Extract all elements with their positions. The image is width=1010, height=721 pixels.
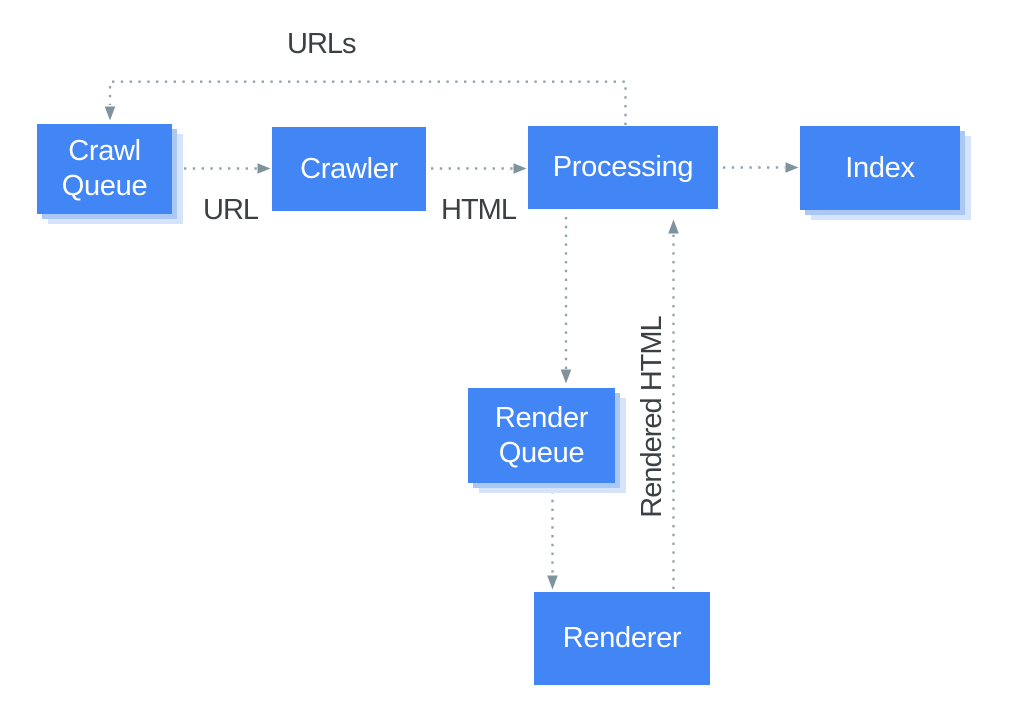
- node-render-queue[interactable]: Render Queue: [468, 388, 615, 483]
- node-crawler-label: Crawler: [300, 152, 398, 185]
- arrowhead-crawl-queue-to-crawler: [257, 163, 271, 174]
- edge-label-urls: URLs: [287, 28, 357, 60]
- node-processing-label: Processing: [552, 151, 694, 183]
- node-index[interactable]: Index: [800, 126, 960, 210]
- edge-label-url: URL: [203, 194, 259, 226]
- arrowhead-processing-to-index: [785, 162, 799, 173]
- arrowhead-renderer-to-processing: [668, 219, 679, 234]
- node-crawl-queue[interactable]: Crawl Queue: [37, 124, 172, 214]
- node-renderer[interactable]: Renderer: [534, 592, 710, 685]
- arrowhead-processing-to-render-queue: [560, 369, 572, 384]
- node-processing[interactable]: Processing: [528, 126, 718, 209]
- arrowhead-render-queue-to-renderer: [547, 575, 558, 590]
- node-render-queue-label: Render Queue: [494, 401, 589, 469]
- arrowhead-processing-to-crawl-queue-loop: [104, 106, 116, 121]
- node-renderer-label: Renderer: [562, 622, 682, 654]
- edge-label-rendered-html: Rendered HTML: [636, 316, 668, 518]
- edge-label-html: HTML: [441, 194, 517, 226]
- arrowhead-crawler-to-processing: [513, 163, 527, 174]
- node-crawler[interactable]: Crawler: [272, 127, 426, 211]
- node-index-label: Index: [845, 151, 915, 184]
- node-crawl-queue-label: Crawl Queue: [61, 135, 148, 202]
- edge-processing-to-crawl-queue-loop: [108, 80, 627, 125]
